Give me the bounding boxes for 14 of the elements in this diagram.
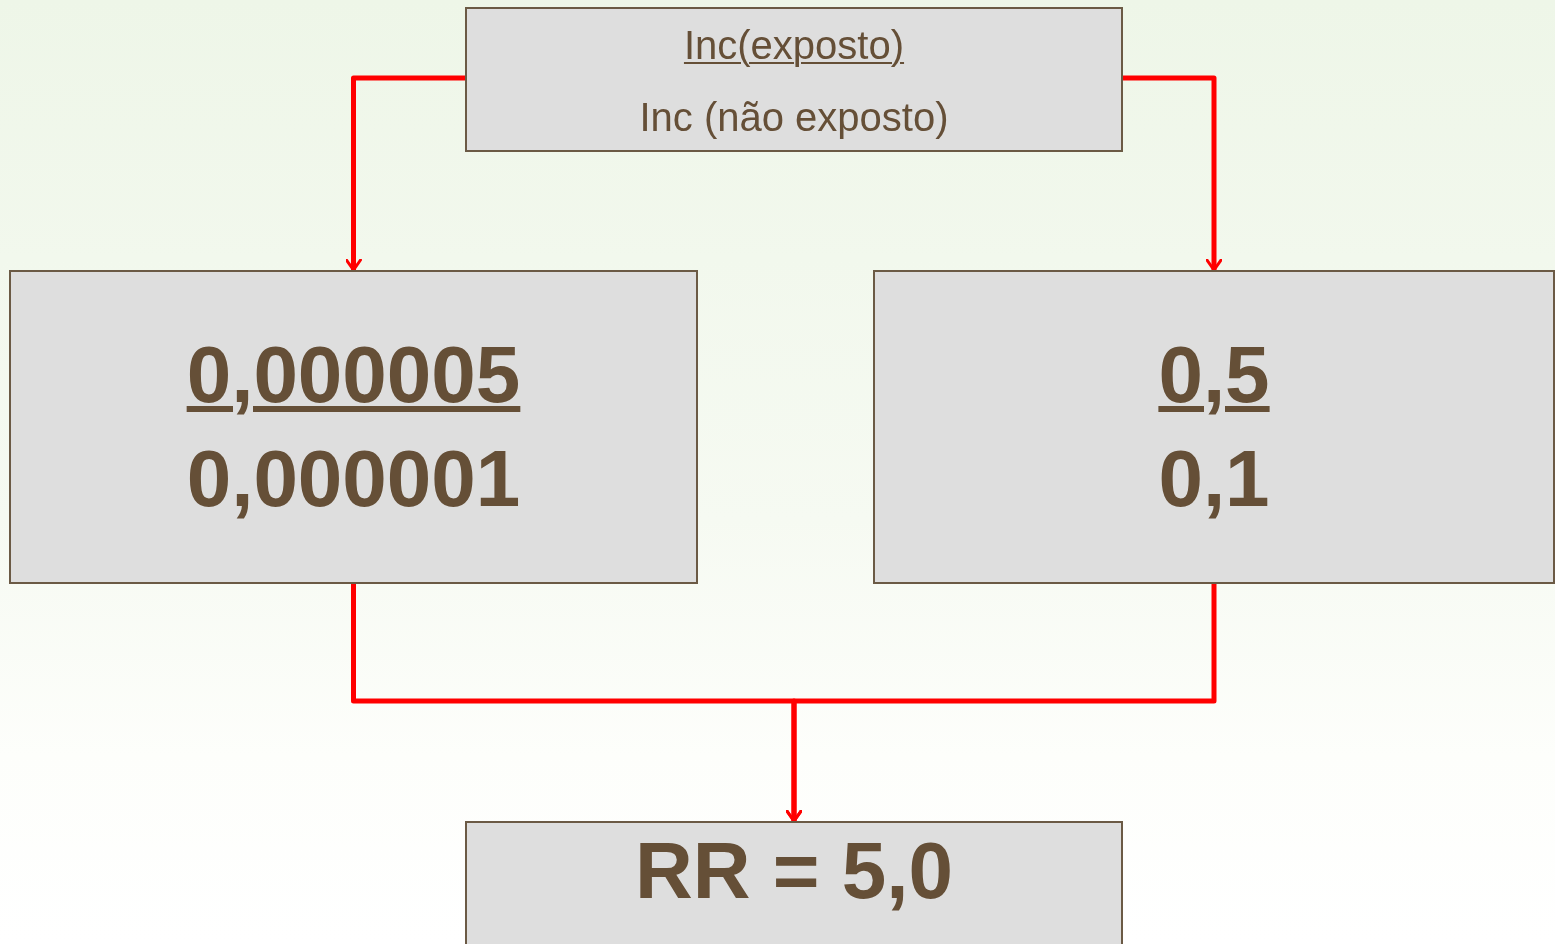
arrow	[1123, 75, 1223, 272]
process-box	[465, 7, 1123, 152]
denominator-text: 0,000001	[186, 433, 521, 525]
process-box	[873, 270, 1555, 584]
numerator-text: 0,000005	[186, 329, 521, 421]
arrow	[345, 75, 465, 272]
denominator-text: 0,1	[1158, 433, 1270, 525]
result-text: RR = 5,0	[635, 825, 953, 917]
numerator-text: 0,5	[1158, 329, 1270, 421]
numerator-text: Inc(exposto)	[683, 22, 905, 69]
denominator-text: Inc (não exposto)	[639, 94, 949, 141]
arrow	[785, 584, 1217, 823]
process-box	[9, 270, 698, 584]
process-box	[465, 821, 1123, 944]
